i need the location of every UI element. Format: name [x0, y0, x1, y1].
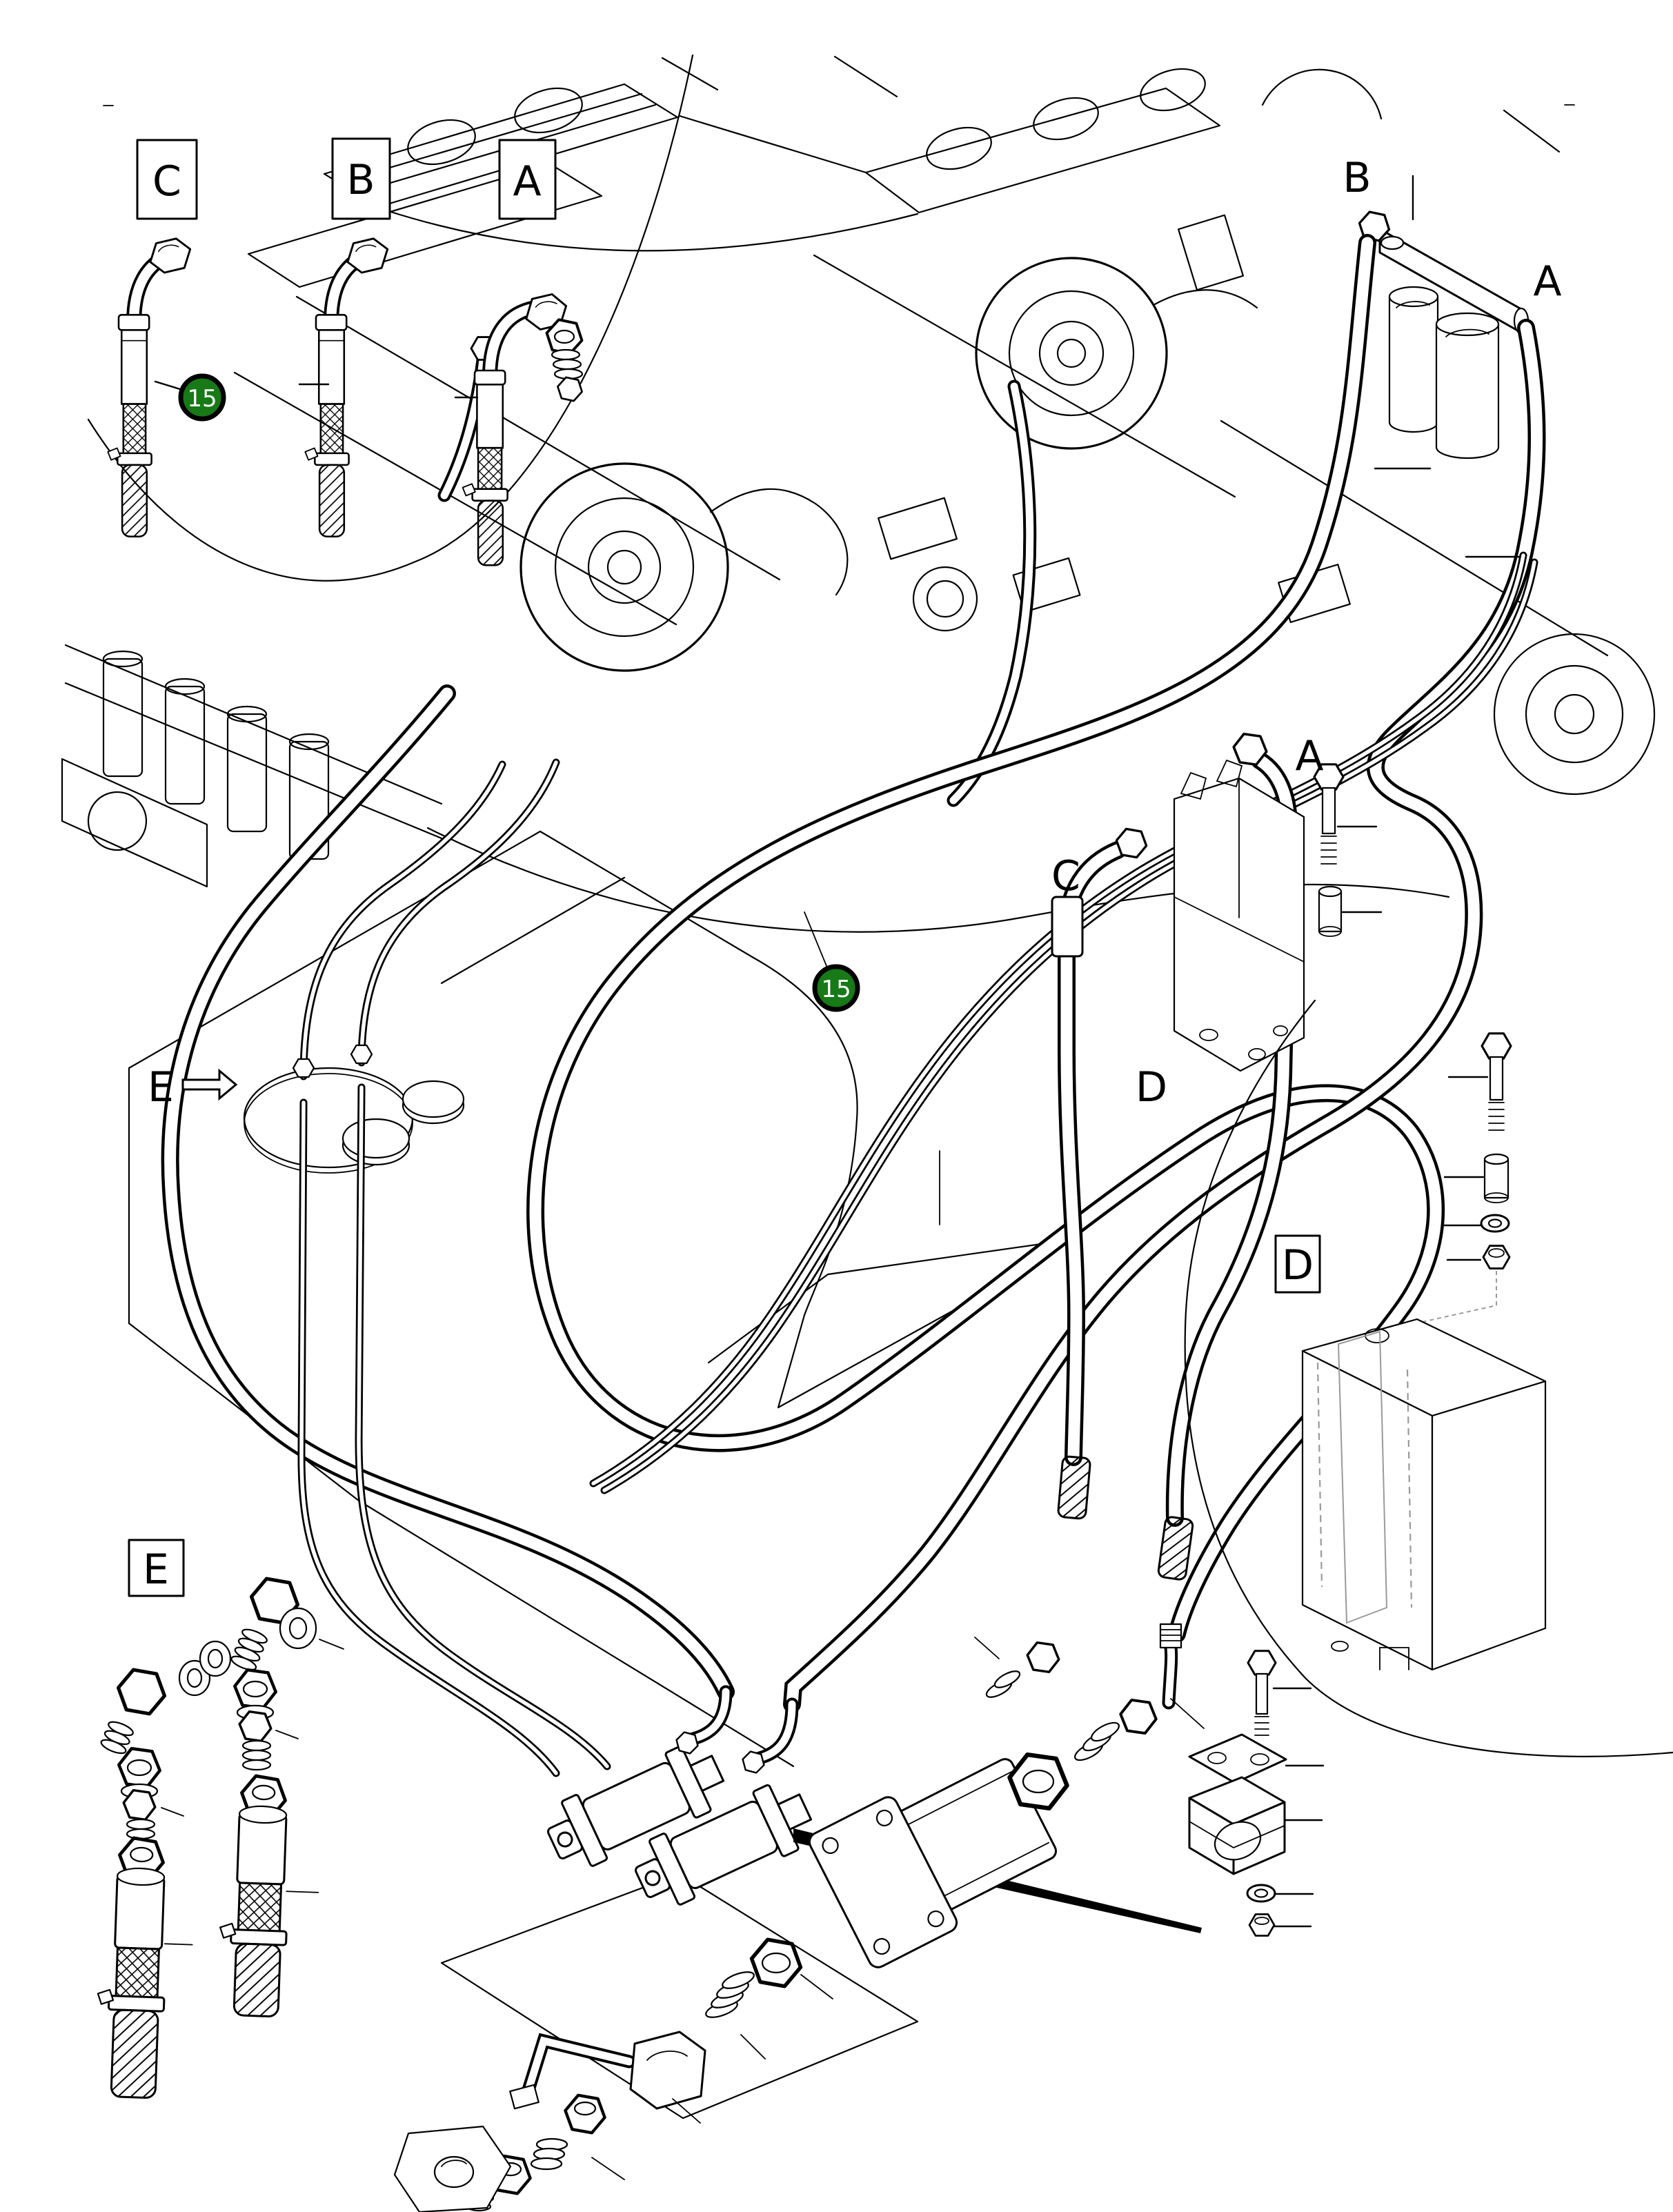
- filters-b-label: B: [1343, 154, 1371, 202]
- union-fitting-right: [232, 1668, 299, 1771]
- nipple-left: [530, 2137, 568, 2171]
- clamp-strap: [1188, 1733, 1325, 1784]
- bracket-d-label: D: [1136, 1063, 1167, 1112]
- bracket-plate: [1173, 759, 1305, 1072]
- badge-number[interactable]: 15: [821, 976, 851, 1003]
- union-fitting-left: [117, 1747, 184, 1840]
- clamp-nut: [1248, 1913, 1312, 1937]
- fuel-filter-left: [1388, 286, 1439, 433]
- e-hose-right: [219, 1773, 319, 2017]
- badge-number[interactable]: 15: [187, 385, 217, 413]
- tank-sender-unit: [243, 758, 611, 1777]
- d-bolt: [1447, 1032, 1512, 1131]
- hydraulic-cylinder: [808, 1623, 1205, 1968]
- hose-a-detail: [462, 293, 568, 566]
- badge-circle[interactable]: [812, 964, 860, 1012]
- d-spacer: [1443, 1153, 1509, 1203]
- turbocharger-right: [975, 257, 1258, 450]
- detail-e-box-label: E: [143, 1546, 169, 1594]
- detail-cba: C B A: [108, 137, 587, 566]
- clamp-group: [1188, 1650, 1325, 1937]
- detail-b-box-label: B: [346, 156, 375, 204]
- a-nipple-fitting: [542, 316, 587, 404]
- valve-assembly: [393, 1623, 1205, 2212]
- turbocharger-left: [519, 462, 849, 672]
- hose-runs: [161, 234, 1546, 1713]
- cylinder-fittings: [985, 1623, 1182, 1761]
- fuel-tank-outline: [128, 830, 1057, 1768]
- nipple-right: [705, 1971, 755, 2018]
- d-washer: [1442, 1214, 1510, 1233]
- clamp-washer: [1246, 1884, 1314, 1903]
- badge-circle[interactable]: [178, 373, 226, 422]
- detail-c-box-label: C: [152, 157, 181, 206]
- bracket-c-label: C: [1051, 852, 1080, 900]
- banjo-bolt-left: [100, 1640, 232, 1755]
- hose-b-detail: [305, 239, 387, 537]
- tank-e-callout: E: [148, 1063, 238, 1112]
- bracket-spacer: [1318, 885, 1383, 937]
- part-badge-top-left[interactable]: 15: [178, 373, 226, 422]
- banjo-bolt-right: [230, 1577, 344, 1671]
- d-bracket: [1301, 1318, 1547, 1671]
- e-arrow-icon: [181, 1068, 238, 1101]
- bracket-a-label: A: [1295, 732, 1323, 780]
- detail-e: E: [97, 1539, 344, 2099]
- clamp-block: [1188, 1776, 1323, 1875]
- filter-callouts: B A: [1343, 154, 1562, 558]
- bracket-bolt: [1313, 763, 1378, 865]
- valve-flange-plate: [393, 2125, 512, 2212]
- corner-marks: [103, 104, 1575, 106]
- filters-a-label: A: [1533, 257, 1561, 306]
- detail-a-box-label: A: [513, 157, 541, 206]
- detail-d: D: [1184, 999, 1673, 1757]
- d-nut: [1446, 1245, 1511, 1270]
- fuel-filter-assembly: [1355, 209, 1530, 460]
- e-hose-left: [97, 1835, 193, 2099]
- valve-cover-right: [864, 68, 1221, 214]
- part-badge-mid[interactable]: 15: [804, 911, 860, 1012]
- charge-cooler-circles: [912, 566, 1656, 796]
- hose-bracket-assembly: A C D: [1051, 731, 1383, 1581]
- clamp-bolt: [1247, 1650, 1312, 1736]
- ball-valve-group: [393, 1937, 833, 2212]
- tank-e-label: E: [148, 1063, 174, 1112]
- solenoid-valve-2: [635, 1784, 813, 1906]
- hose-c-detail: [108, 239, 190, 537]
- detail-d-box-label: D: [1282, 1241, 1314, 1290]
- valve-cover-left: [247, 83, 679, 288]
- fuel-filter-right: [1435, 312, 1500, 460]
- solenoid-valve-1: [547, 1746, 725, 1867]
- fuel-pipes: [589, 551, 1538, 1494]
